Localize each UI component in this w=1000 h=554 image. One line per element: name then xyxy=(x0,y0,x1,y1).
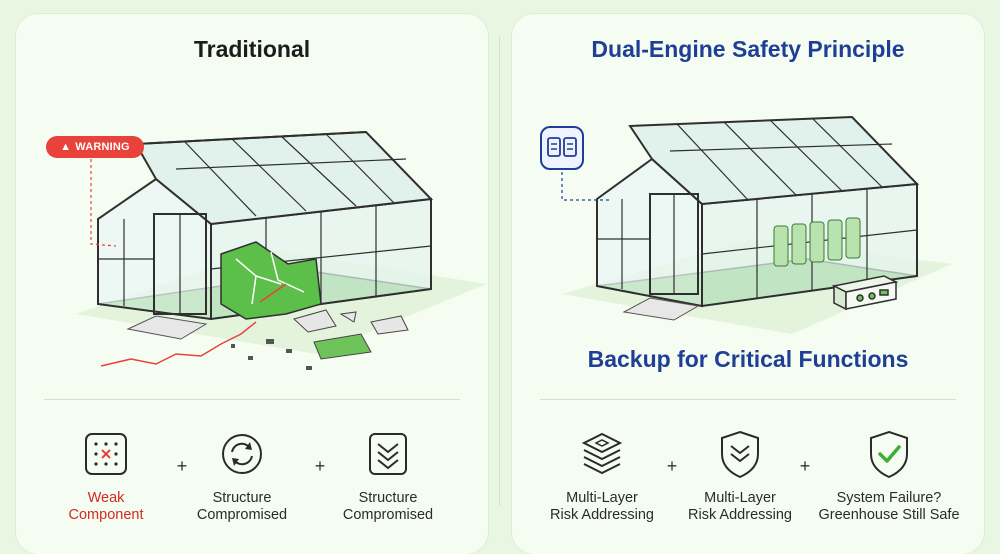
feature-label: System Failure? Greenhouse Still Safe xyxy=(818,490,960,523)
right-divider xyxy=(540,399,956,400)
shield-check-icon xyxy=(861,426,917,482)
traditional-panel: Traditional xyxy=(16,14,488,554)
warning-label: WARNING xyxy=(75,141,130,153)
grid-dots-icon xyxy=(78,426,134,482)
feature-label: Structure Compromised xyxy=(342,490,434,523)
crack-line xyxy=(100,321,257,367)
feature-label: Multi-Layer Risk Addressing xyxy=(550,490,654,523)
dual-engine-title: Dual-Engine Safety Principle xyxy=(591,36,905,62)
warning-triangle-icon: ▲ xyxy=(60,141,72,153)
feature-structure-compromised-1: Structure Compromised xyxy=(172,426,312,524)
feature-multi-layer-1: Multi-Layer Risk Addressing xyxy=(532,426,672,524)
warning-badge: ▲ WARNING xyxy=(46,136,144,158)
center-divider xyxy=(499,36,500,506)
plus-sign: + xyxy=(666,456,678,476)
broken-greenhouse-illustration xyxy=(76,130,486,370)
safe-greenhouse-illustration xyxy=(561,115,952,334)
cycle-arrows-icon xyxy=(214,426,270,482)
left-divider xyxy=(44,399,460,400)
backup-generator xyxy=(831,275,899,311)
stacked-layers-icon xyxy=(574,426,630,482)
feature-system-failure: System Failure? Greenhouse Still Safe xyxy=(814,426,964,524)
dual-engine-panel: Dual-Engine Safety Principle xyxy=(512,14,984,554)
feature-multi-layer-2: Multi-Layer Risk Addressing xyxy=(670,426,810,524)
plus-sign: + xyxy=(176,456,188,476)
feature-label: Weak Component xyxy=(68,490,144,523)
plus-sign: + xyxy=(799,456,811,476)
feature-label: Multi-Layer Risk Addressing xyxy=(688,490,792,523)
shield-chevron-down-icon xyxy=(360,426,416,482)
feature-weak-component: Weak Component xyxy=(36,426,176,524)
dual-engine-chip-icon xyxy=(540,126,584,170)
dual-engine-subtitle: Backup for Critical Functions xyxy=(587,346,909,372)
feature-label: Structure Compromised xyxy=(196,490,288,523)
plus-sign: + xyxy=(314,456,326,476)
shield-chevron-down-icon xyxy=(712,426,768,482)
traditional-title: Traditional xyxy=(193,36,311,62)
feature-structure-compromised-2: Structure Compromised xyxy=(318,426,458,524)
